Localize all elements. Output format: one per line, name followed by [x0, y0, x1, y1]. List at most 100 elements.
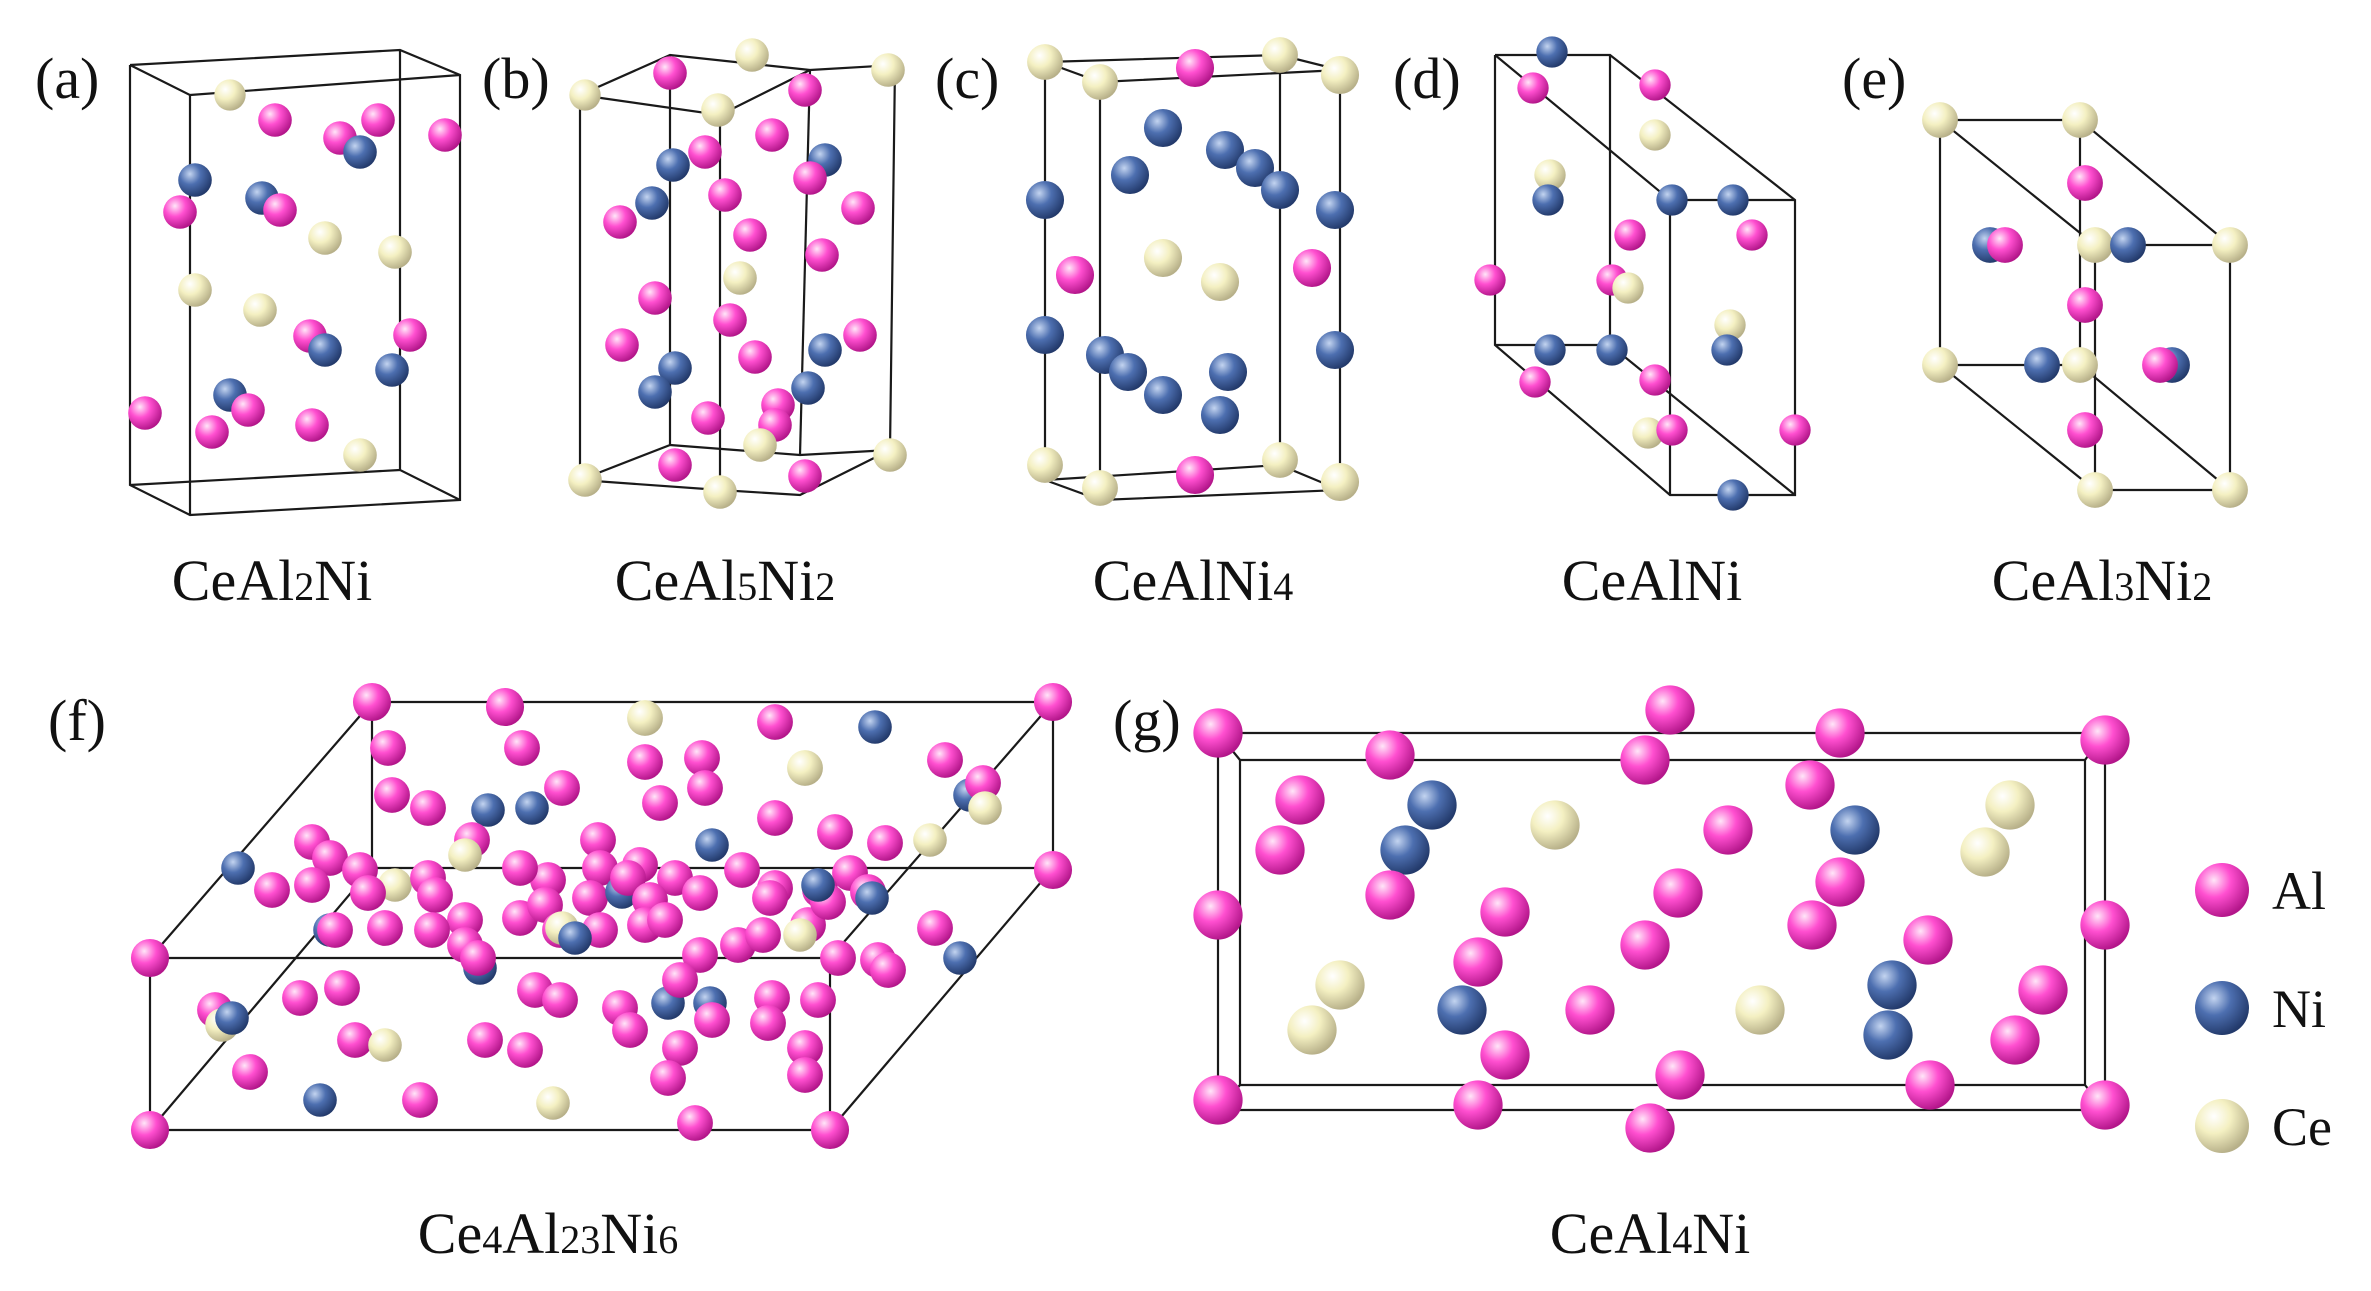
al-atom: [1365, 730, 1415, 780]
al-atom: [282, 980, 318, 1016]
ni-atom: [1235, 148, 1275, 188]
al-atom: [682, 875, 718, 911]
al-atom: [817, 814, 853, 850]
ce-legend-swatch: [2195, 1099, 2249, 1153]
formula-subscript: 4: [1672, 1217, 1692, 1262]
al-atom: [694, 1002, 730, 1038]
ni-atom: [1863, 1010, 1913, 1060]
al-atom: [1787, 900, 1837, 950]
formula-subscript: 4: [1273, 564, 1293, 609]
ce-atom: [2062, 102, 2098, 138]
al-atom: [1639, 69, 1671, 101]
al-atom: [1275, 775, 1325, 825]
ce-atom: [783, 918, 817, 952]
cell-edge: [1216, 731, 2107, 1112]
ce-atom: [1922, 102, 1958, 138]
al-atom: [1785, 760, 1835, 810]
al-atom: [870, 952, 906, 988]
al-atom: [1655, 1050, 1705, 1100]
al-atom: [414, 912, 450, 948]
al-atom: [350, 875, 386, 911]
ce-atom: [1639, 119, 1671, 151]
ni-atom: [1315, 190, 1355, 230]
panel-label-f: (f): [48, 688, 106, 753]
al-atom: [1480, 1030, 1530, 1080]
ce-atom: [1960, 827, 2010, 877]
formula-subscript: 2: [294, 564, 314, 609]
ni-atom: [221, 851, 255, 885]
ce-atom: [378, 235, 412, 269]
unit-cell-a: [128, 48, 462, 517]
al-atom: [195, 415, 229, 449]
al-atom: [1292, 248, 1332, 288]
panel-label-d: (d): [1393, 46, 1461, 111]
atoms-c: [1025, 37, 1360, 506]
al-atom: [788, 73, 822, 107]
ce-atom: [536, 1086, 570, 1120]
cell-edge: [669, 443, 891, 457]
atoms-f: [130, 682, 1073, 1150]
ce-atom: [2062, 347, 2098, 383]
al-atom: [658, 448, 692, 482]
al-atom: [1736, 219, 1768, 251]
ni-atom: [1108, 352, 1148, 392]
al-atom: [393, 318, 427, 352]
panel-label-g: (g): [1113, 688, 1181, 753]
al-atom: [507, 1032, 543, 1068]
al-atom: [820, 940, 856, 976]
formula-subscript: 2: [2192, 564, 2212, 609]
legend-item-ce: Ce: [2195, 1097, 2332, 1157]
al-atom: [1639, 364, 1671, 396]
al-atom: [130, 938, 170, 978]
unit-cell-g: [1216, 731, 2107, 1112]
ce-atom: [1922, 347, 1958, 383]
al-atom: [965, 765, 1001, 801]
ce-atom: [1027, 44, 1063, 80]
ni-atom: [303, 1083, 337, 1117]
al-atom: [417, 877, 453, 913]
al-atom: [1656, 414, 1688, 446]
legend-label: Ni: [2272, 979, 2326, 1039]
al-atom: [787, 1057, 823, 1093]
ce-atom: [1143, 238, 1183, 278]
cell-edge: [129, 468, 401, 487]
al-atom: [294, 867, 330, 903]
ce-atom: [1315, 960, 1365, 1010]
formula-f: Ce4Al23Ni6: [418, 1201, 678, 1266]
al-atom: [687, 770, 723, 806]
al-atom: [502, 850, 538, 886]
formula-text: CeAlNi: [1562, 548, 1742, 613]
al-atom: [627, 744, 663, 780]
formula-text: CeAl: [1550, 1201, 1672, 1266]
al-atom: [757, 704, 793, 740]
al-atom: [805, 238, 839, 272]
al-atom: [841, 191, 875, 225]
ni-atom: [2024, 347, 2060, 383]
al-atom: [691, 401, 725, 435]
ni-atom: [658, 351, 692, 385]
al-atom: [232, 1054, 268, 1090]
ce-atom: [2212, 472, 2248, 508]
ce-atom: [1612, 272, 1644, 304]
al-atom: [642, 785, 678, 821]
al-atom: [738, 340, 772, 374]
atoms-d: [1474, 36, 1811, 511]
ni-atom: [215, 1001, 249, 1035]
al-atom: [653, 56, 687, 90]
formula-text: Ni: [2134, 548, 2192, 613]
ni-atom: [1260, 170, 1300, 210]
atoms-a: [128, 79, 462, 472]
al-atom: [1625, 1103, 1675, 1153]
formula-text: Ni: [757, 548, 815, 613]
cell-edge: [579, 69, 811, 117]
ni-atom: [1208, 352, 1248, 392]
al-atom: [1193, 890, 1243, 940]
al-atom: [1645, 685, 1695, 735]
ce-atom: [343, 438, 377, 472]
al-atom: [370, 730, 406, 766]
formula-subscript: 23: [560, 1217, 600, 1262]
legend-label: Al: [2272, 861, 2326, 921]
ce-atom: [1320, 55, 1360, 95]
ce-atom: [178, 273, 212, 307]
al-atom: [662, 1030, 698, 1066]
